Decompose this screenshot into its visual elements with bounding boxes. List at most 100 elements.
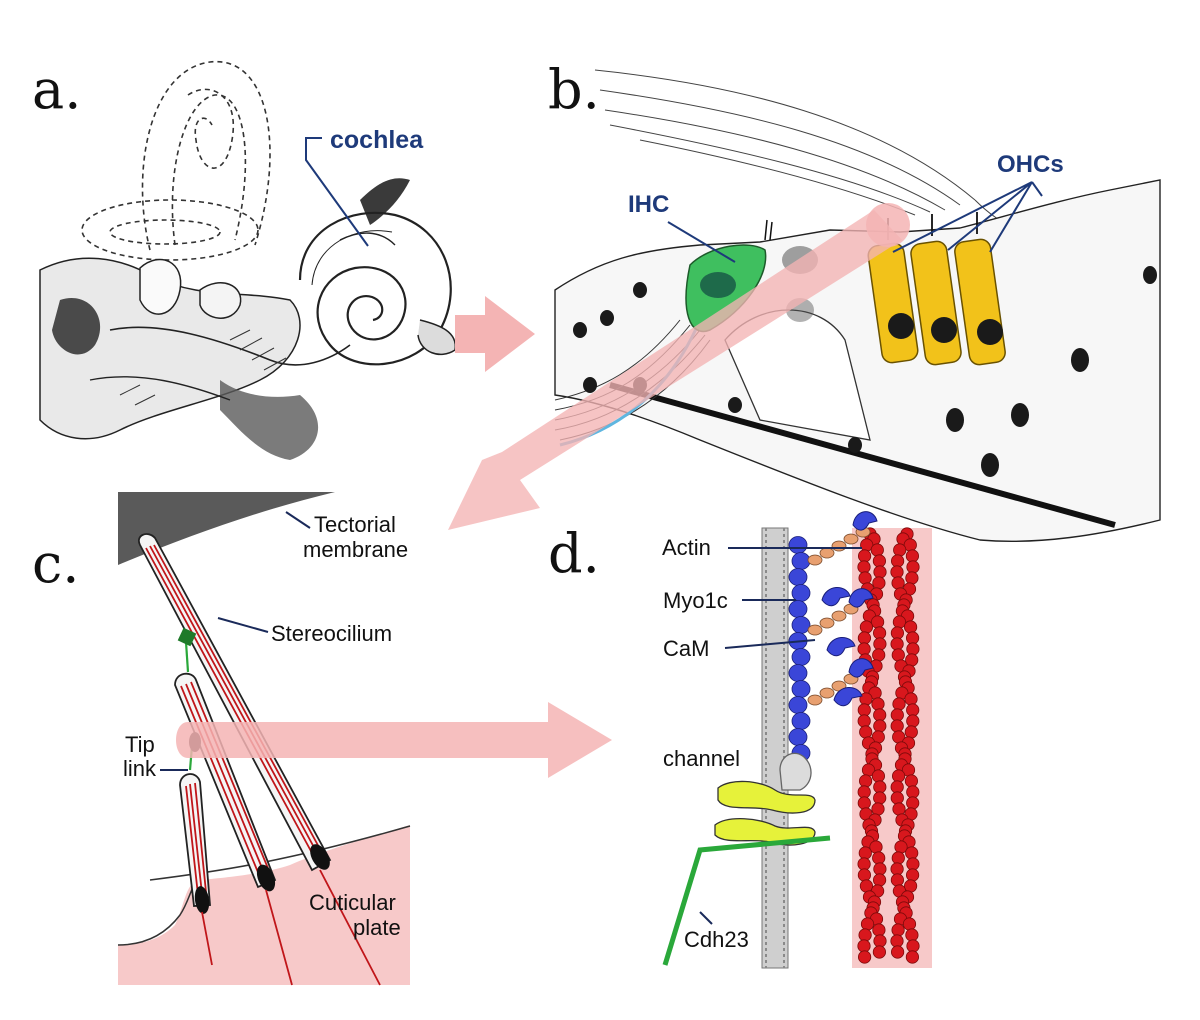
actin-bead (890, 637, 904, 651)
arrow-a-to-b (455, 296, 535, 372)
actin-bead (906, 714, 920, 728)
semicircular-canals-drawing (81, 61, 271, 261)
tip-link-upper (184, 641, 190, 673)
calmodulin-bead (819, 687, 835, 699)
actin-bead (873, 780, 887, 794)
actin-bead (858, 846, 872, 860)
actin-bead (857, 703, 871, 717)
actin-bead (905, 950, 920, 964)
panel-b: b. IHC OHCs (448, 58, 1161, 542)
transduction-channel (779, 752, 812, 791)
ihc-leader-line (667, 221, 736, 263)
actin-bead (905, 571, 919, 585)
actin-bead (871, 802, 885, 816)
tectorial-fibres-drawing (594, 69, 1021, 231)
channel-yellow-lower (714, 818, 816, 846)
actin-bead (873, 862, 887, 876)
actin-bead (857, 857, 871, 871)
actin-bead (857, 785, 871, 799)
channel-yellow-upper (717, 780, 816, 814)
actin-bead (905, 846, 919, 860)
actin-bead (906, 642, 920, 656)
actin-bead (906, 857, 920, 871)
actin-bead (859, 879, 874, 893)
actin-bead (892, 697, 906, 711)
actin-bead (892, 615, 907, 629)
tectorial-leader-line (285, 511, 311, 529)
calmodulin-bead (819, 547, 835, 559)
actin-bead (890, 791, 904, 805)
actin-bead (859, 620, 874, 634)
actin-bead (873, 934, 887, 948)
actin-bead (872, 945, 887, 959)
arrow-c-to-d (176, 702, 612, 778)
actin-bead (857, 868, 872, 882)
stereocilia-rootlets (201, 869, 381, 986)
actin-bead (890, 862, 904, 876)
myo1c-domain (791, 552, 811, 570)
actin-bead (872, 626, 887, 640)
actin-bead (905, 549, 920, 563)
actin-bead (871, 697, 885, 711)
actin-bead (858, 928, 872, 942)
outer-hair-cells (867, 212, 1006, 366)
actin-bead (857, 939, 871, 953)
ihc-stereocilia (764, 219, 773, 241)
actin-bead (873, 637, 887, 651)
actin-bead (858, 571, 872, 585)
actin-bead (858, 774, 873, 788)
channel-label: channel (663, 746, 740, 771)
ohcs-leader-lines (892, 181, 1043, 253)
actin-bead (891, 576, 905, 590)
tectorial-label-line2: membrane (303, 537, 408, 562)
actin-bead (857, 950, 872, 964)
cuticular-label-line2: plate (353, 915, 401, 940)
actin-bead (905, 868, 920, 882)
actin-bead (872, 554, 887, 568)
inner-ear-drawing (39, 178, 410, 460)
actin-bead (891, 923, 905, 937)
actin-bead (891, 851, 905, 865)
calmodulin-bead (807, 624, 823, 636)
ihc-label: IHC (628, 191, 669, 218)
cdh23-leader-line (699, 911, 713, 925)
ihc-nucleus (700, 272, 736, 298)
myo1c-domain (791, 584, 811, 602)
actin-bead (906, 703, 920, 717)
myo1c-head (848, 658, 874, 678)
cochlea-label: cochlea (330, 126, 424, 154)
calmodulin-bead (807, 554, 823, 566)
arrow-b-to-c (448, 210, 902, 530)
panel-c: c. Tectorial membrane Stereocilium Tip l… (32, 492, 612, 986)
myo1c-label: Myo1c (663, 588, 728, 613)
cochlea-leader-line (305, 137, 369, 247)
stereocilium-leader-line (217, 617, 269, 633)
actin-bead (872, 923, 886, 937)
tectorial-membrane (118, 492, 335, 565)
calmodulin-bead (819, 617, 835, 629)
actin-bead (890, 626, 905, 640)
actin-bead (872, 576, 886, 590)
calmodulin-bead (843, 533, 859, 545)
actin-bead (857, 560, 871, 574)
myo1c-domain (791, 712, 811, 730)
actin-bead (890, 708, 904, 722)
actin-bead (906, 796, 920, 810)
actin-bead (857, 549, 872, 563)
actin-bead (872, 851, 886, 865)
actin-bead (872, 873, 887, 887)
cuticular-plate (118, 560, 410, 985)
panel-a-letter: a. (32, 58, 81, 121)
actin-bead (870, 615, 885, 629)
panel-a: a. c (32, 58, 456, 460)
actin-bead (859, 725, 873, 739)
myo1c-domain (788, 600, 808, 618)
calmodulin-bead (831, 610, 847, 622)
actin-bead (903, 879, 918, 893)
myo1c-domain (791, 680, 811, 698)
tip-link-label-line2: link (123, 756, 157, 781)
actin-bead (906, 785, 920, 799)
myo1c-head (848, 588, 874, 608)
myo1c-domain (788, 568, 808, 586)
